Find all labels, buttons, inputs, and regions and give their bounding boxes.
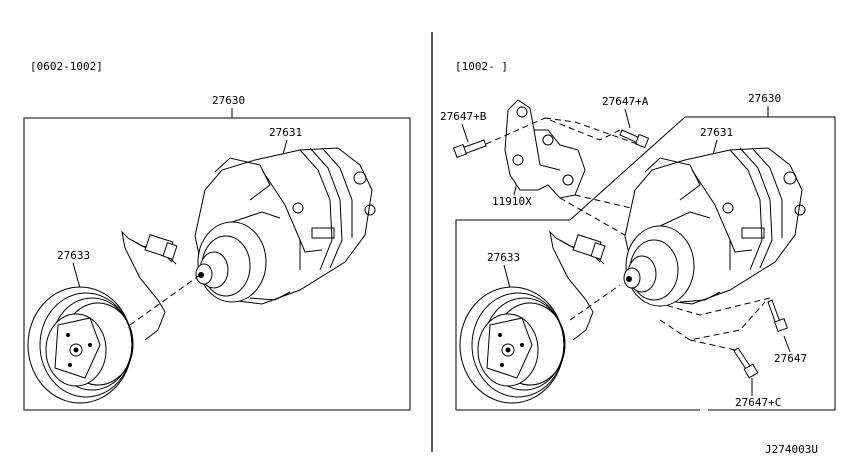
left-label-27633: 27633 [57, 249, 90, 262]
left-assembly-frame [23, 117, 411, 411]
right-leader-27647B [461, 123, 469, 143]
right-bolts [452, 129, 789, 379]
right-label-27630: 27630 [748, 92, 781, 105]
left-label-27630: 27630 [212, 94, 245, 107]
right-leader-27633 [503, 264, 511, 289]
diagram-code: J274003U [765, 443, 818, 456]
left-leader-27633 [72, 262, 81, 289]
right-label-27647C: 27647+C [735, 396, 781, 409]
right-leader-27647 [783, 335, 791, 353]
right-leader-27647A [624, 108, 631, 129]
left-date-range: [0602-1002] [30, 60, 103, 73]
right-label-27631: 27631 [700, 126, 733, 139]
left-label-27631: 27631 [269, 126, 302, 139]
right-clutch-drawing [459, 286, 566, 404]
right-label-27647A: 27647+A [602, 95, 649, 108]
left-clutch-drawing [27, 286, 134, 404]
left-alignment-line [129, 274, 201, 326]
left-compressor-drawing [194, 147, 376, 305]
right-date-range: [1002- ] [455, 60, 508, 73]
right-label-11910X: 11910X [492, 195, 532, 208]
left-panel: [0602-1002] 27630 27631 27633 [23, 60, 411, 411]
left-connector-wire [121, 230, 178, 341]
right-label-27647B: 27647+B [440, 110, 487, 123]
right-label-27633: 27633 [487, 251, 520, 264]
right-panel: [1002- ] 27630 27631 27647+A 27647+B 119… [440, 60, 836, 411]
right-connector-wire [549, 230, 606, 341]
right-compressor-drawing [623, 147, 806, 307]
right-bracket-drawing [504, 99, 586, 199]
right-assembly-frame [455, 116, 836, 411]
right-label-27647: 27647 [774, 352, 807, 365]
